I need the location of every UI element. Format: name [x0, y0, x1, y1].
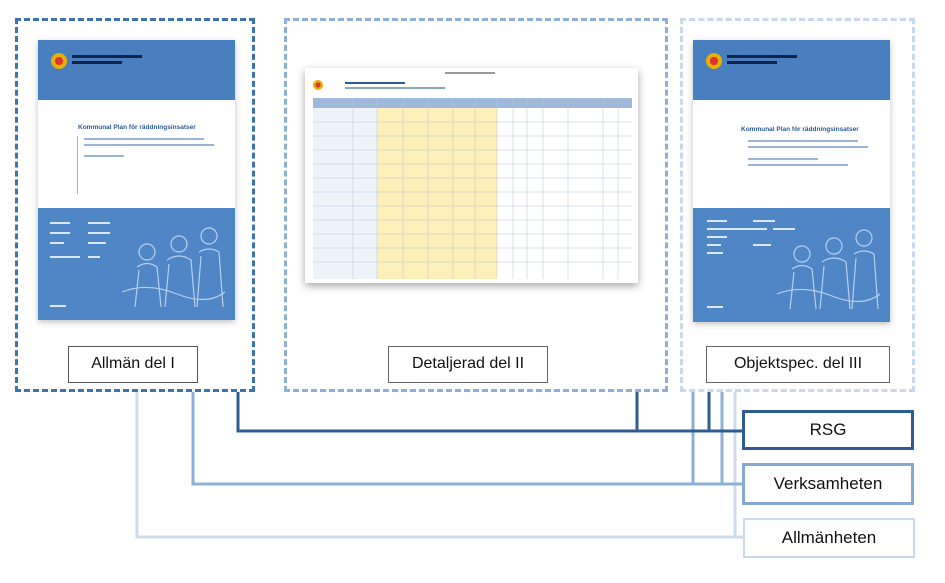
connector-rsg	[236, 392, 742, 433]
connector-allmanheten	[135, 392, 743, 539]
cover-body	[38, 100, 235, 208]
document-cover-objektspec: Kommunal Plan för räddningsinsatser	[693, 40, 890, 322]
emblem-icon	[313, 80, 323, 90]
cover-body	[693, 100, 890, 208]
document-cover-allman: Kommunal Plan för räddningsinsatser	[38, 40, 235, 320]
cover-header	[693, 40, 890, 100]
cover-footer	[693, 208, 890, 322]
cover-footer	[38, 208, 235, 320]
rescue-workers-illustration-icon	[121, 227, 226, 308]
emblem-icon	[706, 53, 722, 69]
cover-header	[38, 40, 235, 100]
cover-title: Kommunal Plan för räddningsinsatser	[741, 126, 859, 133]
emblem-icon	[51, 53, 67, 69]
rescue-workers-illustration-icon	[776, 229, 881, 310]
connector-verksamheten	[191, 392, 742, 486]
group-verksamheten: Verksamheten	[742, 463, 914, 505]
group-allmanheten: Allmänheten	[743, 518, 915, 558]
label-objektspec-del: Objektspec. del III	[706, 346, 890, 383]
frame-allman-del	[15, 18, 255, 392]
label-detaljerad-del: Detaljerad del II	[388, 346, 548, 383]
group-rsg: RSG	[742, 410, 914, 450]
data-table-thumbnail	[313, 98, 632, 279]
document-detail-table	[305, 68, 638, 283]
label-allman-del: Allmän del I	[68, 346, 198, 383]
frame-objektspec-del	[680, 18, 915, 392]
frame-detaljerad-del	[284, 18, 668, 392]
cover-title: Kommunal Plan för räddningsinsatser	[78, 124, 196, 131]
